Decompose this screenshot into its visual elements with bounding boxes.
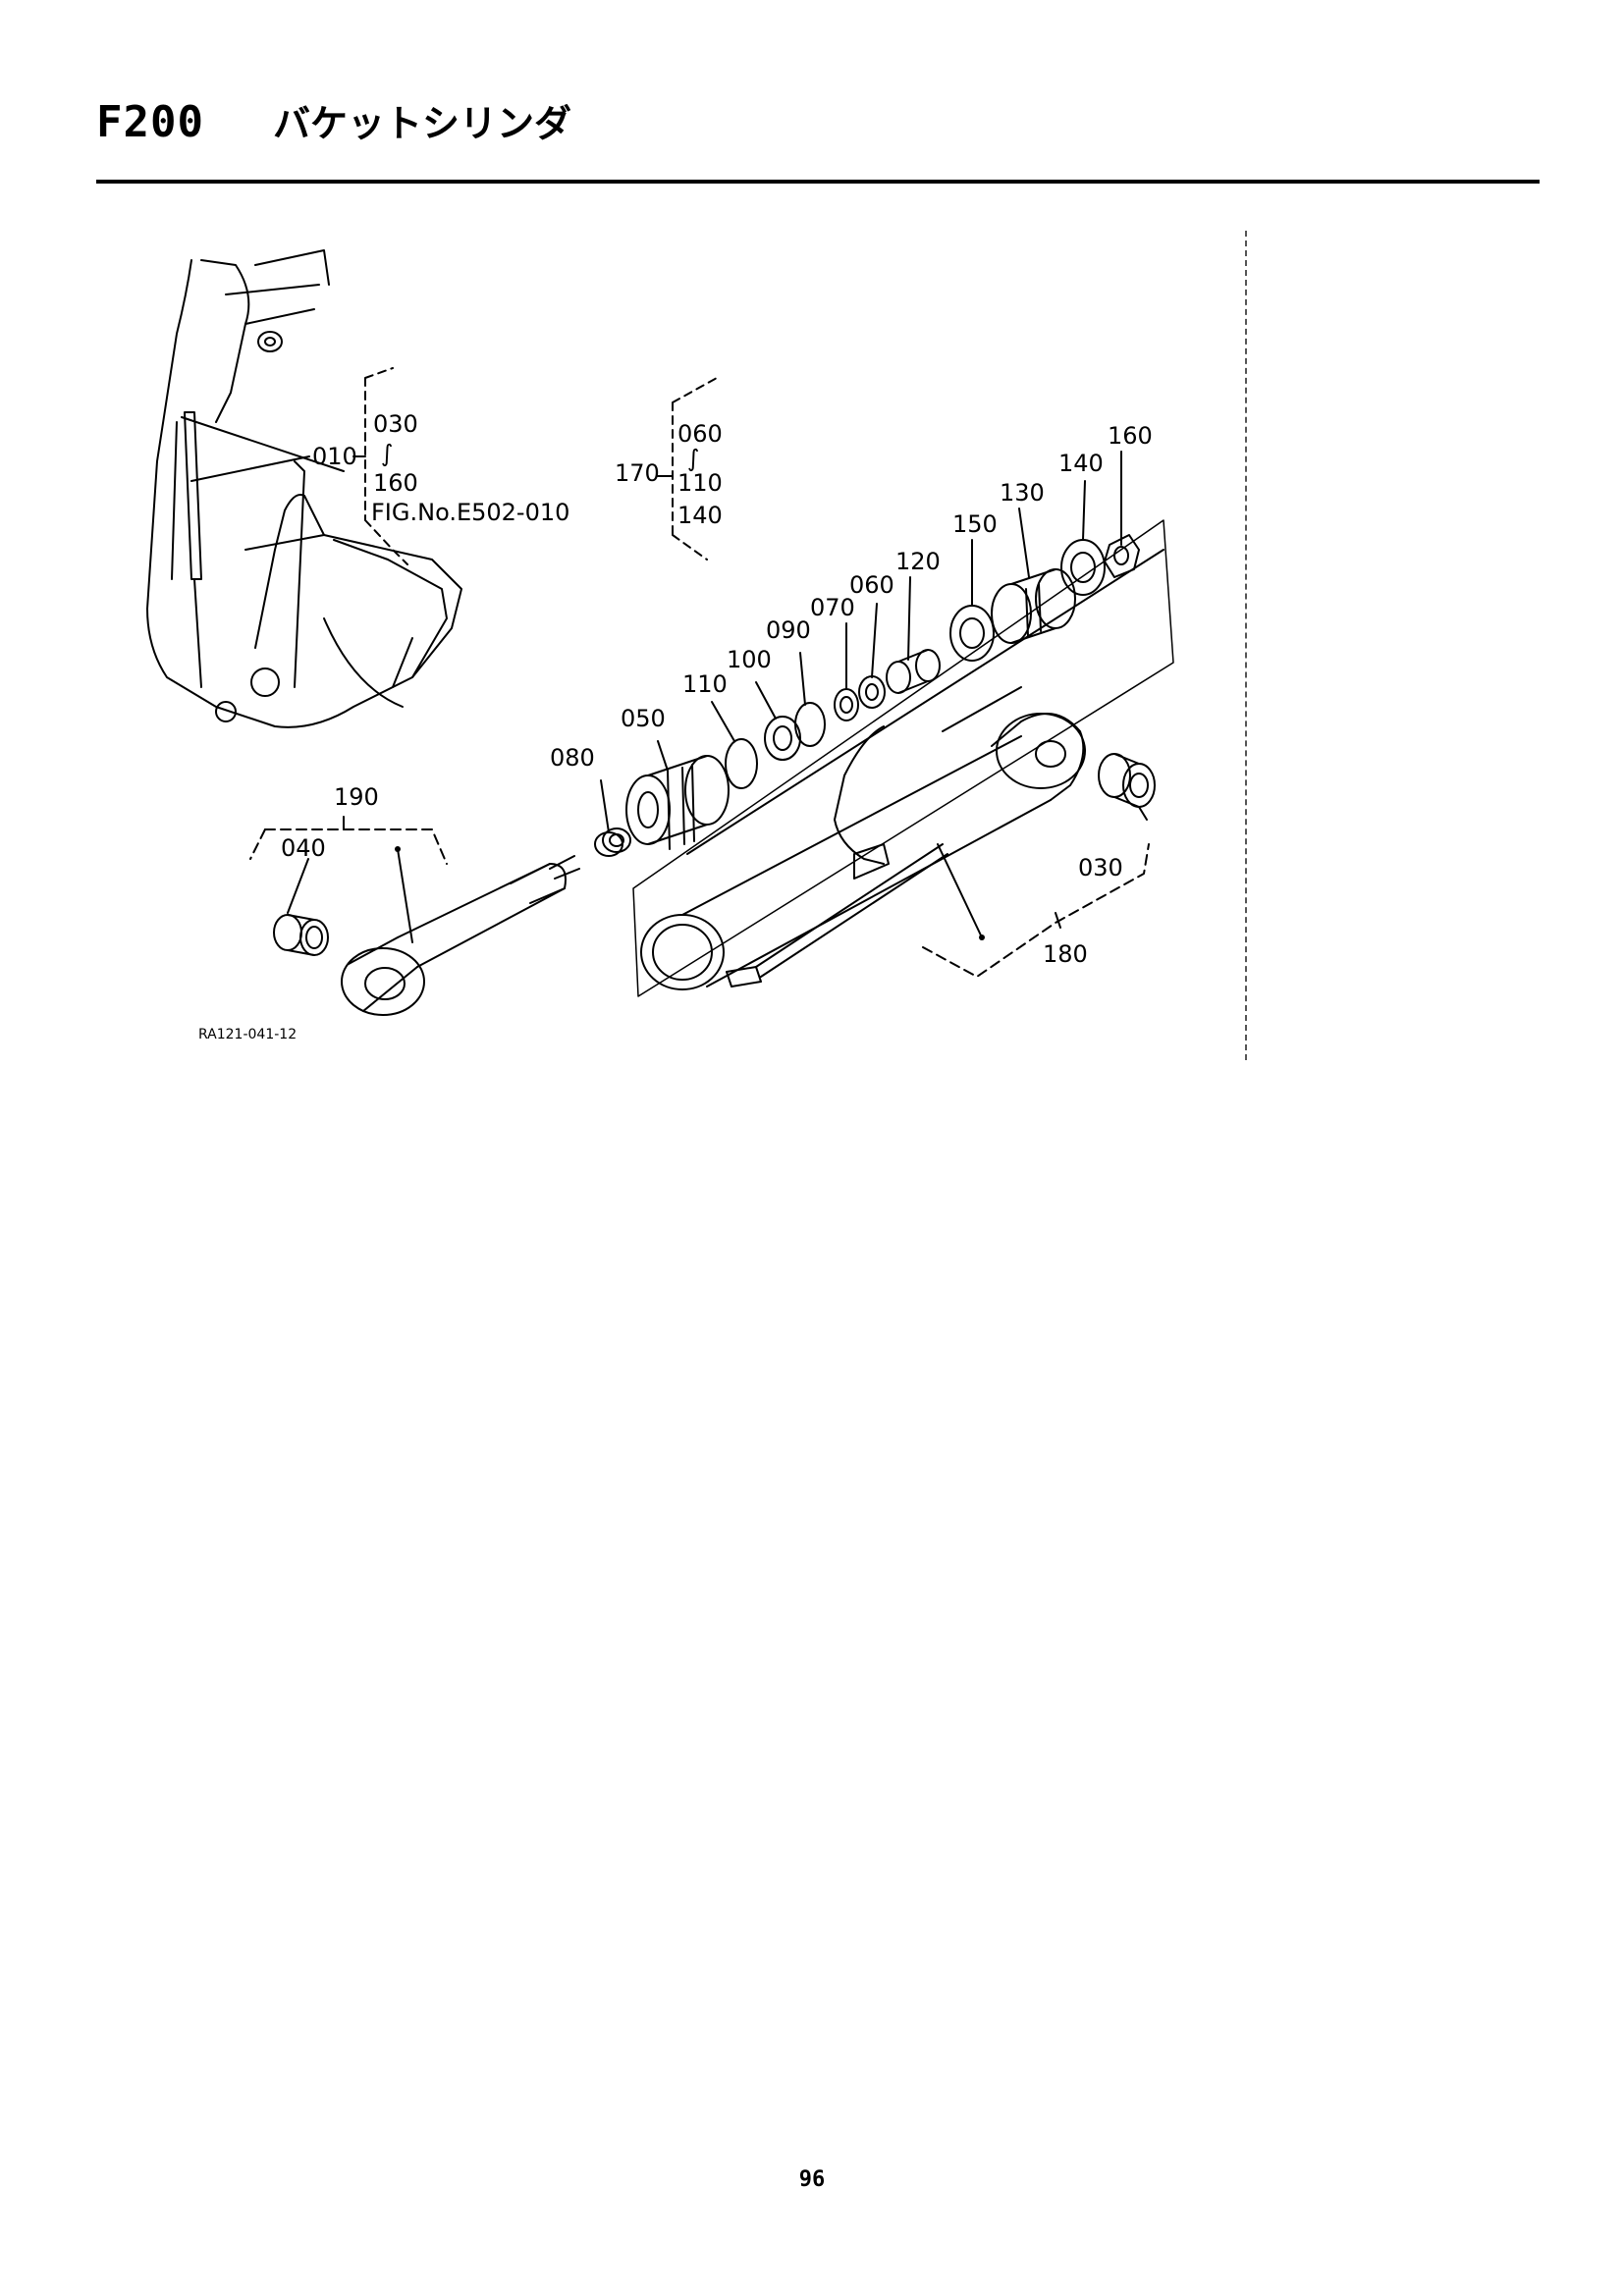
arm-illustration (146, 249, 462, 728)
page-header: F200 バケットシリンダ (96, 93, 571, 152)
label-070: 070 (810, 594, 855, 621)
label-160: 160 (1108, 422, 1153, 450)
bush-030 (1098, 753, 1156, 808)
label-160-range-end: 160 (373, 469, 418, 497)
margin-dashed-line (1245, 231, 1247, 1060)
figure-ref-code: RA121-041-12 (198, 1027, 297, 1042)
label-050: 050 (621, 705, 666, 732)
label-140-range-end: 140 (677, 502, 723, 529)
label-190: 190 (334, 783, 379, 811)
header-rule (96, 180, 1540, 184)
label-010: 010 (312, 443, 357, 470)
bush-040 (273, 914, 329, 956)
label-170: 170 (615, 459, 660, 487)
rod-cover-050 (625, 755, 730, 850)
label-fig-reference: FIG.No.E502-010 (371, 499, 569, 526)
label-range-sep: ∫ (381, 440, 394, 467)
label-060: 060 (849, 571, 894, 599)
label-130: 130 (1000, 479, 1045, 507)
label-060-range-start: 060 (677, 420, 723, 448)
label-140: 140 (1058, 450, 1104, 477)
page-number: 96 (798, 2167, 826, 2192)
label-080: 080 (550, 744, 595, 772)
label-040: 040 (281, 834, 326, 862)
section-code: F200 (96, 97, 204, 147)
label-120: 120 (895, 548, 941, 575)
label-110-range-mid: 110 (677, 469, 723, 497)
cylinder-tube (640, 686, 1086, 990)
label-090: 090 (766, 616, 811, 644)
piston-rod (341, 855, 580, 1016)
bucket-cylinder-exploded-diagram: 010 030 ∫ 160 FIG.No.E502-010 170 060 ∫ … (146, 249, 1174, 1042)
label-110: 110 (682, 670, 728, 698)
label-100: 100 (727, 646, 772, 673)
label-range-sep-2: ∫ (687, 445, 700, 472)
label-030: 030 (1078, 854, 1123, 881)
section-title: バケットシリンダ (272, 102, 571, 145)
label-030-range-start: 030 (373, 410, 418, 438)
label-150: 150 (952, 510, 998, 538)
label-180: 180 (1043, 940, 1088, 968)
